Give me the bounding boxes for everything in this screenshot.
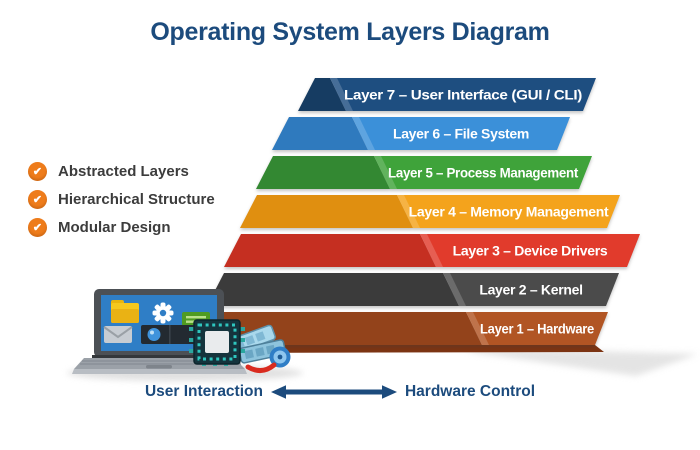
layer-crease-highlight: [352, 117, 375, 150]
layer-label-3: Layer 3 – Device Drivers: [453, 243, 608, 259]
layer-label-5: Layer 5 – Process Management: [388, 165, 579, 181]
layer-side-face: [256, 156, 390, 189]
trackpad: [146, 365, 172, 369]
feature-label: Modular Design: [58, 218, 171, 236]
laptop-hinge: [92, 355, 226, 359]
layer-side-face: [272, 117, 368, 150]
layer-label-1: Layer 1 – Hardware: [480, 321, 594, 337]
envelope-icon: [103, 326, 133, 343]
layer-bands: Layer 7 – User Interface (GUI / CLI) Laye…: [190, 78, 640, 345]
layer-front-face: [374, 156, 592, 189]
pyramid-ground-shadow: [460, 347, 698, 376]
layer-band-4: Layer 4 – Memory Management: [240, 195, 620, 228]
feature-item: ✔ Hierarchical Structure: [28, 189, 215, 209]
hardware-components: [189, 319, 291, 373]
layer-band-3: Layer 3 – Device Drivers: [224, 234, 640, 267]
layer-crease-highlight: [420, 234, 443, 267]
layer-label-4: Layer 4 – Memory Management: [409, 204, 609, 220]
laptop-front-lip: [72, 369, 247, 374]
layer-band-2: Layer 2 – Kernel: [207, 273, 619, 306]
layer-front-face: [397, 195, 620, 228]
layer-front-face: [330, 78, 596, 111]
cable-icon: [245, 362, 277, 373]
layer-front-face: [466, 312, 608, 345]
layer-front-face: [420, 234, 640, 267]
layer-label-7: Layer 7 – User Interface (GUI / CLI): [344, 87, 582, 103]
page-title: Operating System Layers Diagram: [150, 18, 550, 46]
layer-crease-highlight: [466, 312, 489, 345]
feature-item: ✔ Modular Design: [28, 217, 215, 237]
check-icon: ✔: [28, 189, 47, 209]
layer-crease-highlight: [397, 195, 420, 228]
gear-icon: [152, 302, 174, 324]
feature-label: Abstracted Layers: [58, 162, 189, 180]
layer-front-face: [352, 117, 570, 150]
disk-icon: [269, 346, 291, 368]
layer-crease-highlight: [443, 273, 466, 306]
layer-side-face: [224, 234, 436, 267]
feature-item: ✔ Abstracted Layers: [28, 161, 215, 181]
double-arrow-icon: [270, 385, 397, 399]
layer-side-face: [240, 195, 413, 228]
layer-band-7: Layer 7 – User Interface (GUI / CLI): [298, 78, 596, 111]
axis-left-label: User Interaction: [144, 383, 263, 400]
layer-band-5: Layer 5 – Process Management: [256, 156, 592, 189]
layer-front-face: [443, 273, 619, 306]
folder-icon: [111, 300, 139, 323]
layer-label-6: Layer 6 – File System: [393, 126, 529, 142]
layer1-bottom-edge: [191, 345, 604, 353]
layer-crease-highlight: [374, 156, 397, 189]
cpu-chip-icon: [189, 319, 245, 366]
layer-side-face: [207, 273, 459, 306]
media-bar-icon: [141, 325, 197, 344]
axis-right-label: Hardware Control: [404, 383, 536, 400]
check-icon: ✔: [28, 217, 47, 237]
feature-list: ✔ Abstracted Layers ✔ Hierarchical Struc…: [28, 161, 215, 245]
layer-band-6: Layer 6 – File System: [272, 117, 570, 150]
axis-legend: User Interaction Hardware Control: [120, 383, 560, 401]
layer-crease-highlight: [330, 78, 353, 111]
check-icon: ✔: [28, 161, 47, 181]
ram-stick-icon: [238, 339, 287, 364]
layer-label-2: Layer 2 – Kernel: [479, 282, 582, 298]
feature-label: Hierarchical Structure: [58, 190, 215, 208]
